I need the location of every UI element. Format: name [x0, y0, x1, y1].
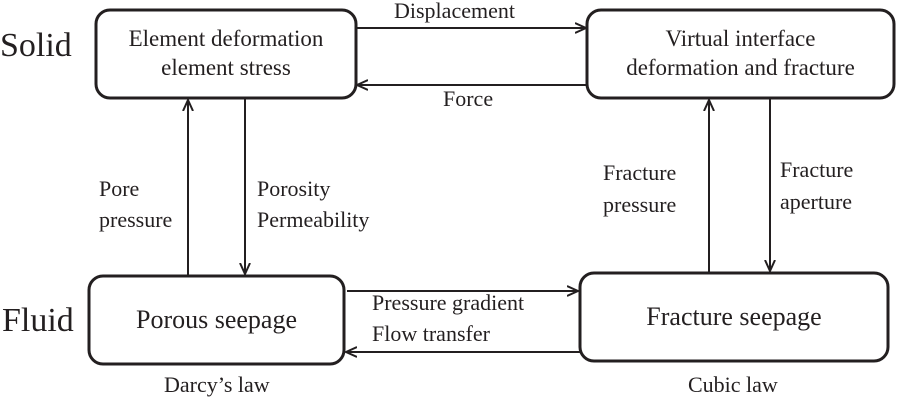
label-fluid: Fluid	[2, 302, 74, 339]
node-fracture-box	[578, 271, 890, 363]
node-element-box	[94, 8, 358, 100]
edge-label-fracture-pressure-1: Fracture	[603, 160, 677, 185]
node-element-line2: element stress	[161, 55, 291, 80]
node-interface: Virtual interface deformation and fractu…	[587, 10, 894, 98]
edge-label-permeability: Permeability	[257, 207, 370, 232]
edge-label-displacement: Displacement	[394, 0, 515, 23]
edge-label-fracture-pressure-2: pressure	[603, 192, 677, 217]
node-porous: Porous seepage	[89, 276, 344, 364]
edge-label-porosity: Porosity	[257, 176, 331, 201]
edge-label-flow-transfer: Flow transfer	[372, 321, 490, 346]
node-porous-box	[87, 274, 346, 366]
edge-label-fracture-aperture-1: Fracture	[780, 157, 854, 182]
node-interface-line2: deformation and fracture	[626, 55, 855, 80]
node-element-line1: Element deformation	[128, 26, 324, 52]
law-darcy: Darcy’s law	[164, 372, 270, 397]
node-fracture-label: Fracture seepage	[646, 301, 822, 331]
node-element: Element deformation element stress	[96, 10, 356, 98]
edge-label-pore-pressure-1: Pore	[99, 176, 140, 201]
node-interface-box	[585, 8, 896, 100]
edge-label-pressure-gradient: Pressure gradient	[372, 290, 525, 315]
edge-label-pore-pressure-2: pressure	[99, 207, 173, 232]
label-solid: Solid	[0, 27, 72, 64]
law-cubic: Cubic law	[688, 372, 778, 397]
node-porous-label: Porous seepage	[135, 304, 297, 334]
edge-label-fracture-aperture-2: aperture	[780, 189, 853, 214]
edge-label-force: Force	[443, 86, 494, 111]
node-interface-line1: Virtual interface	[665, 26, 816, 52]
node-fracture: Fracture seepage	[580, 273, 888, 361]
